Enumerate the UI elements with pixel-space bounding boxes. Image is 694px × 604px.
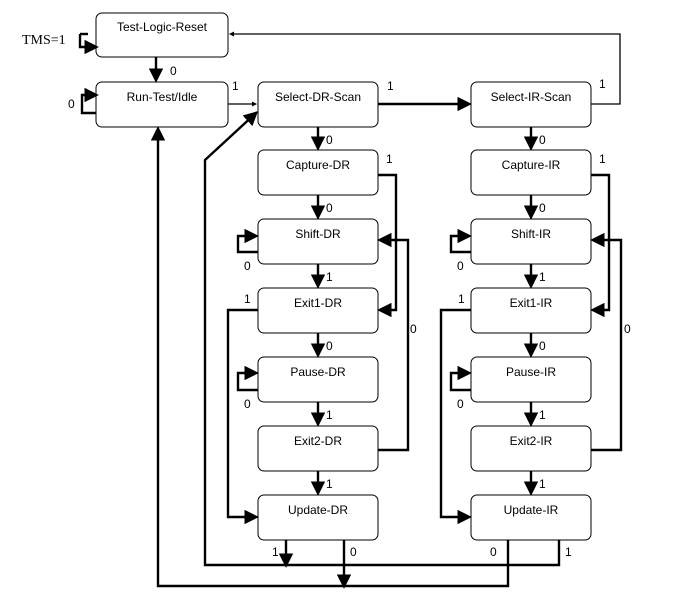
select-dr-to-capture-dr-label: 0 <box>326 133 333 147</box>
state-label: Exit2-IR <box>510 434 553 448</box>
exit2-ir-to-shift-ir-edge <box>590 232 623 452</box>
shift-dr-self-loop-edge <box>236 228 259 254</box>
select-ir-to-tlr-label: 1 <box>599 77 606 91</box>
capture-ir-to-shift-ir-label: 0 <box>539 201 546 215</box>
shift-ir-self-loop-edge <box>449 228 472 254</box>
select-ir-to-tlr-edge <box>228 31 621 105</box>
state-exit2-dr: Exit2-DR <box>257 425 379 472</box>
state-exit1-dr: Exit1-DR <box>257 287 379 334</box>
exit2-ir-to-update-ir-label: 1 <box>539 477 546 491</box>
exit1-dr-to-update-dr-edge <box>226 308 259 525</box>
idle-self-loop-label: 0 <box>68 97 75 111</box>
state-label-rest: -IR <box>535 227 551 241</box>
capture-dr-to-exit1-dr-label: 1 <box>386 152 393 166</box>
shift-ir-self-loop-label: 0 <box>457 259 464 273</box>
tms-label: TMS=1 <box>22 33 66 48</box>
state-label: Exit1-DR <box>294 296 342 310</box>
state-label-highlighted: Shift <box>511 227 536 241</box>
state-pause-dr: Pause-DR <box>257 356 379 403</box>
state-shift-ir: Shift-IR <box>470 218 592 265</box>
state-select-ir-scan: Select-IR-Scan <box>470 81 592 128</box>
exit2-dr-to-update-dr-label: 1 <box>326 477 333 491</box>
state-test-logic-reset: Test-Logic-Reset <box>95 12 229 58</box>
pause-ir-to-exit2-ir-label: 1 <box>539 408 546 422</box>
state-update-dr: Update-DR <box>257 494 379 541</box>
state-label: Exit1-IR <box>510 296 553 310</box>
capture-ir-to-exit1-ir-edge <box>590 173 611 318</box>
exit1-dr-to-pause-dr-label: 0 <box>326 339 333 353</box>
state-label: Select-IR-Scan <box>491 90 572 104</box>
exit2-ir-to-shift-ir-label: 0 <box>624 322 631 336</box>
state-exit2-ir: Exit2-IR <box>470 425 592 472</box>
pause-dr-to-exit2-dr-label: 1 <box>326 408 333 422</box>
state-label: Run-Test/Idle <box>127 90 198 104</box>
state-select-dr-scan: Select-DR-Scan <box>257 81 379 128</box>
exit1-dr-to-update-dr-label: 1 <box>244 292 251 306</box>
state-shift-dr: Shift-DR <box>257 218 379 265</box>
capture-ir-to-exit1-ir-label: 1 <box>599 152 606 166</box>
exit1-ir-to-update-ir-label: 1 <box>458 292 465 306</box>
exit1-ir-to-pause-ir-label: 0 <box>539 339 546 353</box>
update-ir-to-select-dr-edge <box>286 540 561 567</box>
capture-dr-to-shift-dr-label: 0 <box>326 201 333 215</box>
select-dr-to-select-ir-label: 1 <box>387 79 394 93</box>
pause-ir-self-loop-label: 0 <box>457 397 464 411</box>
capture-dr-to-exit1-dr-edge <box>377 173 398 318</box>
idle-self-loop-edge <box>80 87 99 115</box>
exit2-dr-to-shift-dr-label: 0 <box>410 322 417 336</box>
state-label: Pause-IR <box>506 365 556 379</box>
idle-to-select-dr-label: 1 <box>232 79 239 93</box>
update-ir-to-select-dr-label: 1 <box>565 545 572 559</box>
state-exit1-ir: Exit1-IR <box>470 287 592 334</box>
state-capture-dr: Capture-DR <box>257 149 379 196</box>
state-label: Update-IR <box>504 503 559 517</box>
state-label: Capture-IR <box>502 158 561 172</box>
update-dr-to-select-dr-label: 1 <box>272 545 279 559</box>
state-label: Test-Logic-Reset <box>117 20 208 34</box>
pause-dr-self-loop-label: 0 <box>244 397 251 411</box>
state-label: Select-DR-Scan <box>275 90 361 104</box>
exit1-ir-to-update-ir-edge <box>439 308 472 525</box>
state-label: Exit2-DR <box>294 434 342 448</box>
shift-dr-to-exit1-dr-label: 1 <box>326 270 333 284</box>
state-label: Pause-DR <box>290 365 346 379</box>
shift-ir-to-exit1-ir-label: 1 <box>539 270 546 284</box>
pause-ir-self-loop-edge <box>449 365 472 392</box>
state-run-test-idle: Run-Test/Idle <box>95 81 229 128</box>
tlr-self-loop-edge <box>78 34 99 55</box>
update-dr-to-idle-label: 0 <box>350 545 357 559</box>
update-ir-to-idle-label: 0 <box>490 545 497 559</box>
state-label: Shift-DR <box>295 227 341 241</box>
tlr-to-idle-label: 0 <box>170 64 177 78</box>
state-label: Update-DR <box>288 503 348 517</box>
select-ir-to-capture-ir-label: 0 <box>539 133 546 147</box>
text-selection-highlight <box>508 228 535 242</box>
state-capture-ir: Capture-IR <box>470 149 592 196</box>
shift-dr-self-loop-label: 0 <box>244 259 251 273</box>
state-update-ir: Update-IR <box>470 494 592 541</box>
update-ir-to-idle-edge <box>150 126 510 588</box>
state-label: Capture-DR <box>286 158 350 172</box>
state-pause-ir: Pause-IR <box>470 356 592 403</box>
state-label: Shift-IR <box>511 227 551 241</box>
exit2-dr-to-shift-dr-edge <box>377 232 410 452</box>
pause-dr-self-loop-edge <box>236 365 259 392</box>
